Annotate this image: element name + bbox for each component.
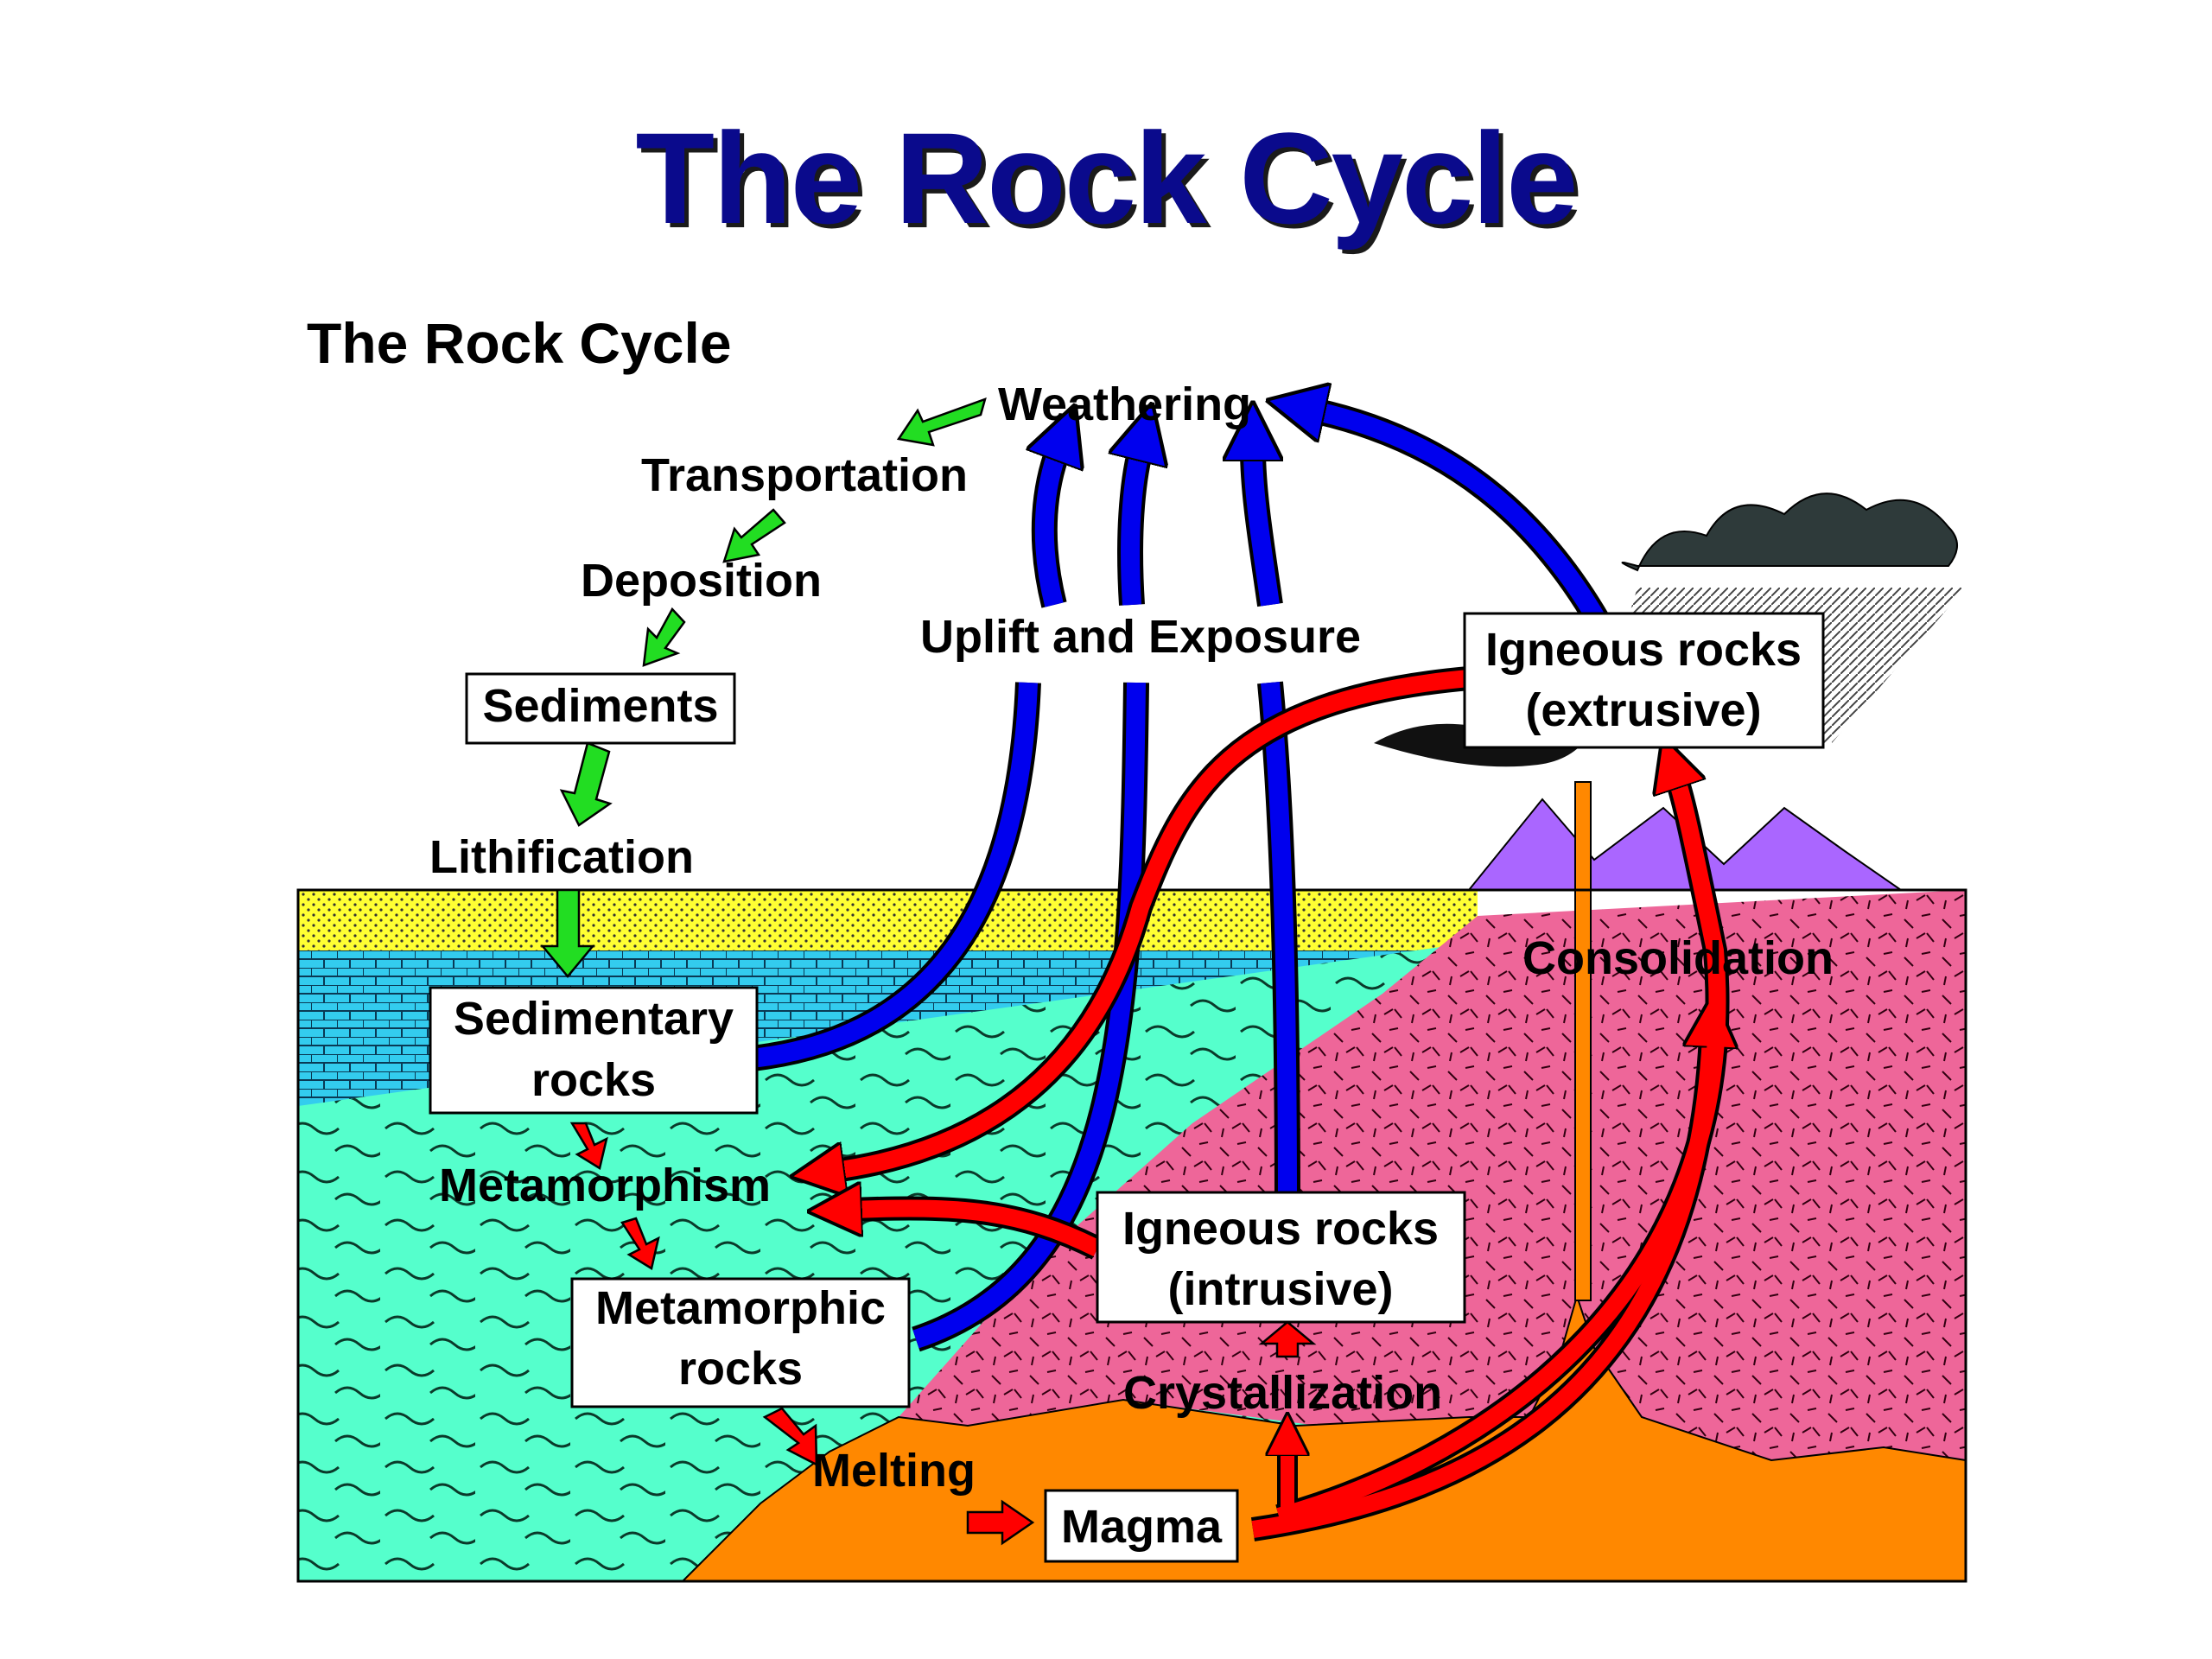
sedimentary-label-line2: rocks (531, 1054, 656, 1106)
igneous-extrusive-label-line1: Igneous rocks (1485, 624, 1802, 676)
small-red-arrows (569, 1122, 1317, 1546)
slide-title: The Rock Cycle (635, 105, 1578, 251)
metamorphic-label-line2: rocks (678, 1343, 803, 1395)
sediment-layer (298, 890, 1478, 950)
heat-arrows (834, 670, 1718, 1538)
transportation-label: Transportation (641, 449, 968, 501)
lithification-label: Lithification (429, 831, 694, 883)
sediments-label: Sediments (482, 680, 718, 732)
igneous-intrusive-label-line1: Igneous rocks (1122, 1203, 1439, 1255)
consolidation-label: Consolidation (1522, 932, 1834, 984)
label-boxes (429, 612, 1825, 1563)
diagram-heading: The Rock Cycle (307, 311, 732, 375)
magma-label: Magma (1061, 1501, 1223, 1553)
sediments-box (465, 672, 736, 745)
storm-cloud-icon (1621, 493, 1958, 572)
sedimentary-rocks-box (429, 986, 759, 1115)
deposition-label: Deposition (581, 555, 822, 607)
igneous-extrusive-label-line2: (extrusive) (1525, 684, 1761, 736)
crystallization-label: Crystallization (1123, 1367, 1442, 1419)
weathering-label: Weathering (998, 378, 1251, 430)
igneous-intrusive-box (1096, 1191, 1466, 1324)
melting-label: Melting (812, 1445, 976, 1497)
metamorphism-label: Metamorphism (439, 1160, 771, 1211)
volcanic-conduit (1574, 781, 1592, 1301)
igneous-intrusive-label-line2: (intrusive) (1167, 1263, 1393, 1315)
uplift-arrows-fill (750, 410, 1607, 1349)
sedimentary-label-line1: Sedimentary (454, 993, 734, 1045)
uplift-label: Uplift and Exposure (920, 611, 1361, 663)
magma-box (1044, 1489, 1239, 1563)
metamorphic-rocks-box (570, 1277, 911, 1408)
surface-process-arrows (540, 397, 987, 978)
metamorphic-label-line1: Metamorphic (595, 1282, 886, 1334)
igneous-extrusive-box (1463, 612, 1825, 749)
